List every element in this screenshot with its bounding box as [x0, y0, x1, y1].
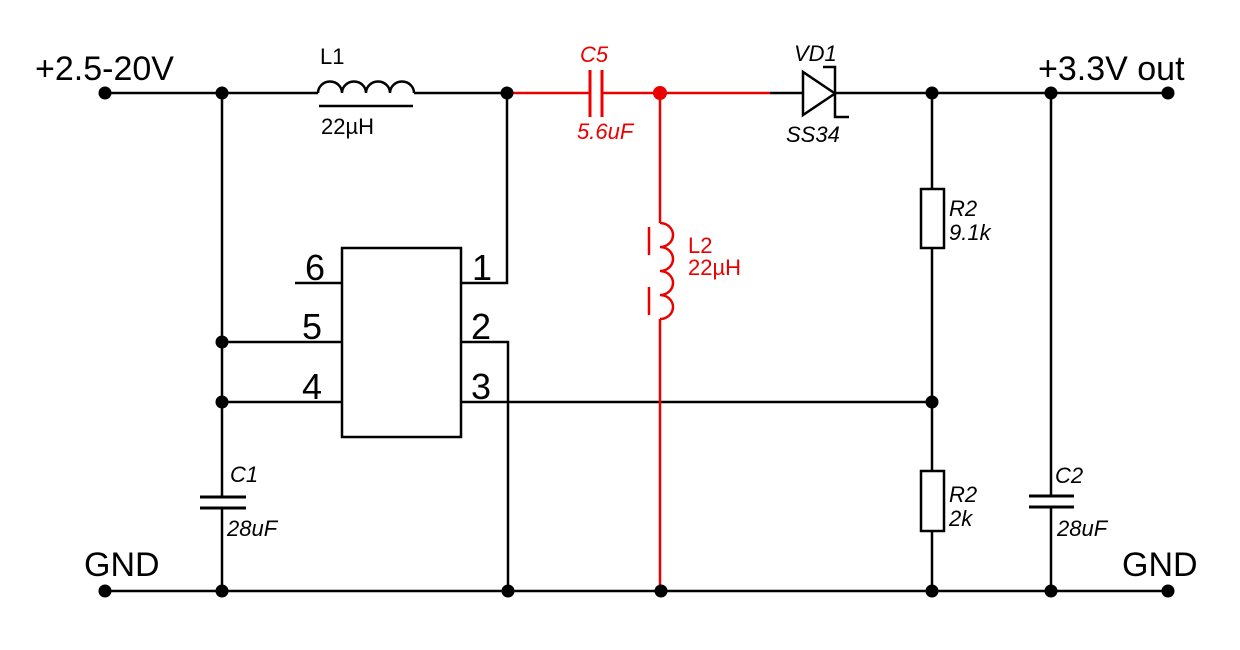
l1-value-label: 22µH	[321, 114, 374, 139]
junction-dot	[1044, 86, 1058, 100]
ic-pin1-number: 1	[472, 247, 492, 288]
junction-dot	[925, 86, 939, 100]
diode-vd1-triangle	[801, 69, 838, 118]
vd1-value-label: SS34	[786, 122, 840, 147]
r-lower-ref-label: R2	[949, 482, 977, 507]
r-upper-ref-label: R2	[949, 196, 977, 221]
ic-pin5-number: 5	[302, 306, 322, 347]
resistor-r-lower-body	[919, 469, 946, 533]
junction-dot	[654, 584, 668, 598]
l2-ref-label: L2	[688, 233, 712, 258]
ic-pin2-number: 2	[471, 306, 491, 347]
junction-dot	[215, 584, 229, 598]
junction-dot	[925, 584, 939, 598]
gnd-label-right: GND	[1122, 546, 1198, 584]
resistor-r-upper-body	[919, 187, 946, 250]
gnd-label-left: GND	[84, 546, 160, 584]
c2-ref-label: C2	[1055, 463, 1083, 488]
ic-pin3-number: 3	[471, 366, 491, 407]
c1-ref-label: C1	[230, 462, 258, 487]
inductor-l2-coil	[659, 221, 675, 321]
ic-pin6-number: 6	[305, 247, 325, 288]
junction-dot	[1044, 584, 1058, 598]
junction-dot	[500, 86, 514, 100]
junction-dot	[215, 395, 229, 409]
junction-dot	[215, 86, 229, 100]
terminal-dot-output	[1161, 86, 1175, 100]
input-voltage-label: +2.5-20V	[35, 50, 174, 88]
ic-pin1-lead	[461, 93, 509, 285]
c1-value-label: 28uF	[226, 516, 279, 541]
inductor-l1-coil	[316, 80, 416, 94]
ic-body	[340, 246, 463, 439]
junction-dot	[215, 335, 229, 349]
c5-ref-label: C5	[580, 42, 609, 67]
output-voltage-label: +3.3V out	[1038, 50, 1185, 88]
terminal-dot-gnd-left	[98, 584, 112, 598]
l2-value-label: 22µH	[688, 255, 741, 280]
c2-value-label: 28uF	[1056, 516, 1109, 541]
terminal-dot-gnd-right	[1161, 584, 1175, 598]
l1-ref-label: L1	[320, 44, 344, 69]
junction-dot-red	[653, 86, 667, 100]
r-lower-value-label: 2k	[948, 506, 973, 531]
junction-dot	[925, 395, 939, 409]
ic-pin2-lead	[461, 340, 510, 591]
c5-value-label: 5.6uF	[577, 119, 635, 144]
vd1-ref-label: VD1	[794, 41, 837, 66]
terminal-dot-input	[98, 86, 112, 100]
ic-pin4-number: 4	[302, 366, 322, 407]
junction-dot	[501, 584, 515, 598]
r-upper-value-label: 9.1k	[949, 220, 992, 245]
